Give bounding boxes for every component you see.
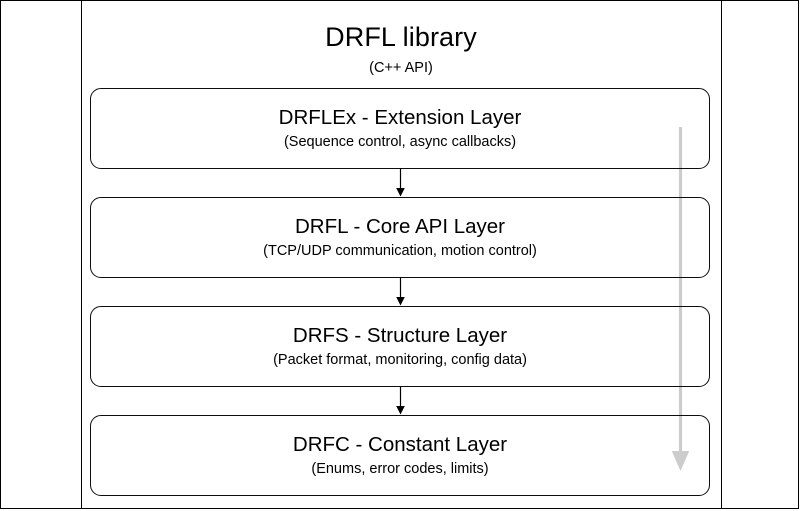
layer-box-drfc[interactable]: DRFC - Constant Layer (Enums, error code… [90, 415, 710, 496]
long-down-arrow-icon [670, 127, 691, 472]
layer-description: (Enums, error codes, limits) [311, 461, 489, 477]
down-arrow-icon [394, 168, 407, 197]
down-arrow-icon [394, 386, 407, 415]
layer-description: (TCP/UDP communication, motion control) [263, 243, 537, 259]
layer-box-drfl[interactable]: DRFL - Core API Layer (TCP/UDP communica… [90, 197, 710, 278]
layer-box-drfs[interactable]: DRFS - Structure Layer (Packet format, m… [90, 306, 710, 387]
layer-title: DRFLEx - Extension Layer [278, 106, 522, 129]
layer-title: DRFC - Constant Layer [292, 433, 508, 456]
layer-description: (Sequence control, async callbacks) [283, 134, 517, 150]
left-column-rule [81, 0, 82, 509]
layer-box-drflex[interactable]: DRFLEx - Extension Layer (Sequence contr… [90, 88, 710, 169]
right-column-rule [721, 0, 722, 509]
diagram-subtitle: (C++ API) [369, 60, 433, 76]
layer-title: DRFS - Structure Layer [292, 324, 508, 347]
diagram-title: DRFL library [325, 22, 477, 52]
layer-description: (Packet format, monitoring, config data) [273, 352, 527, 368]
down-arrow-icon [394, 277, 407, 306]
layer-title: DRFL - Core API Layer [294, 215, 505, 238]
